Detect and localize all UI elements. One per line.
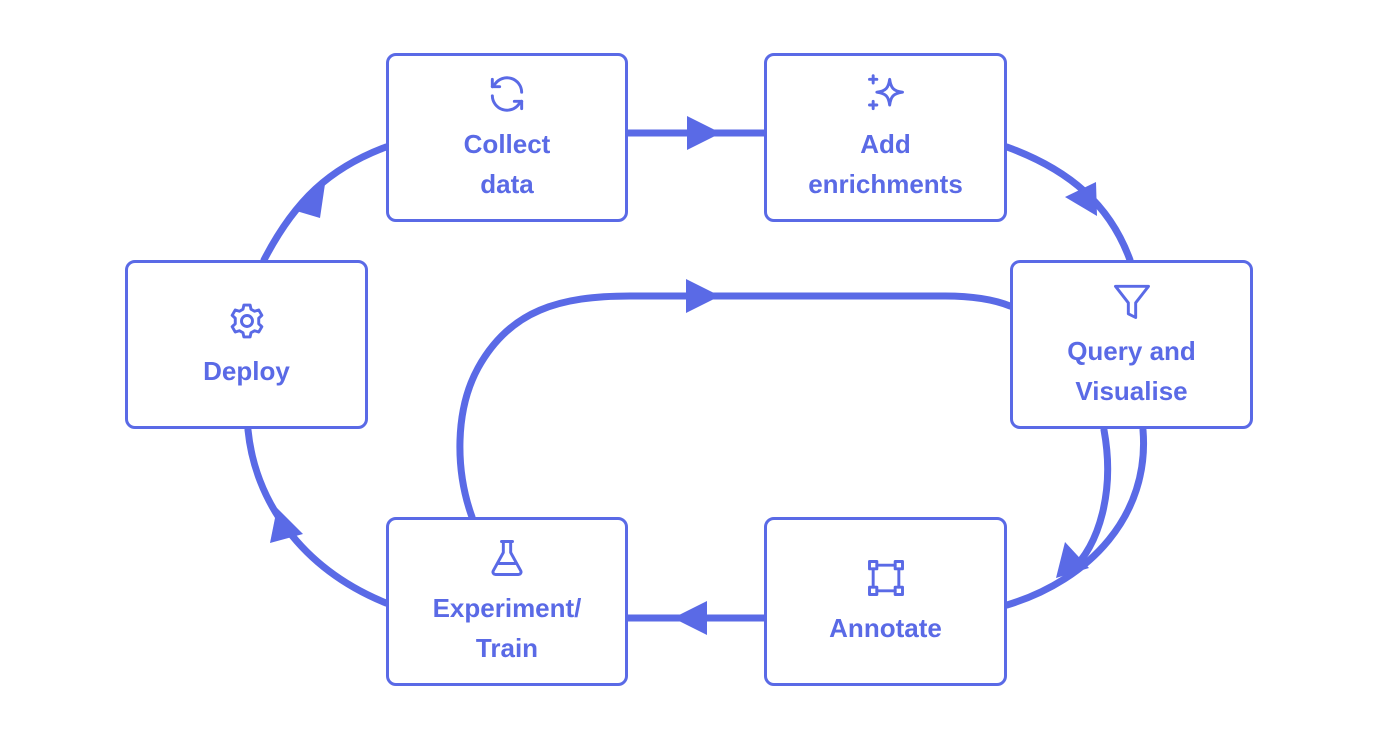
arrowhead-train-query [686, 279, 720, 313]
edge-train-to-deploy [244, 426, 390, 607]
node-label-add-enrichments: Add enrichments [808, 128, 963, 199]
node-annotate: Annotate [764, 517, 1007, 686]
node-label-collect-data: Collect data [463, 128, 551, 199]
filter-funnel-icon [1113, 284, 1150, 319]
arrowhead-train-deploy [270, 508, 303, 543]
edge-enrich-to-query [1003, 143, 1134, 264]
arrowhead-query-annotate [1056, 542, 1089, 578]
node-deploy: Deploy [125, 260, 368, 429]
node-label-deploy: Deploy [203, 355, 290, 386]
arrowhead-annotate-train [673, 601, 707, 635]
node-label-annotate: Annotate [829, 612, 942, 643]
gear-icon [230, 303, 263, 338]
node-add-enrichments: Add enrichments [764, 53, 1007, 222]
edge-query-to-annotate-outer [1003, 426, 1148, 609]
arrowhead-enrich-query [1065, 182, 1097, 216]
node-collect-data: Collect data [386, 53, 628, 222]
node-label-query-and-visualise: Query and Visualise [1067, 335, 1196, 406]
sparkles-icon [867, 73, 904, 110]
flask-icon [491, 539, 523, 576]
arrowhead-deploy-collect [293, 184, 325, 218]
node-label-experiment-train: Experiment/ Train [432, 592, 582, 663]
node-experiment-train: Experiment/ Train [386, 517, 628, 686]
edge-train-to-query-loop [456, 292, 1014, 521]
bounding-box-icon [867, 559, 904, 596]
refresh-icon [490, 75, 524, 112]
edge-deploy-to-collect [260, 143, 390, 264]
arrowhead-collect-enrich [687, 116, 721, 150]
node-query-and-visualise: Query and Visualise [1010, 260, 1253, 429]
